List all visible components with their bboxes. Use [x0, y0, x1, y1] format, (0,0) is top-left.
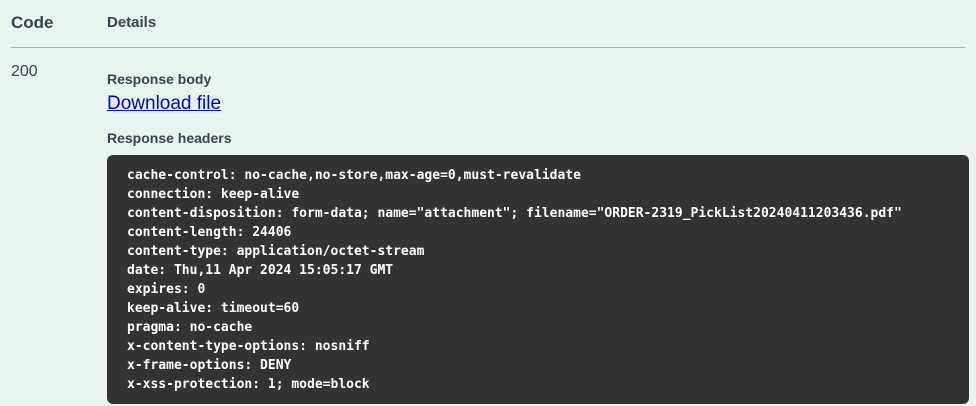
response-headers-text: cache-control: no-cache,no-store,max-age…	[107, 166, 969, 394]
header-line: cache-control: no-cache,no-store,max-age…	[127, 168, 581, 183]
response-code-cell: 200	[0, 62, 107, 82]
column-header-details-cell: Details	[107, 12, 976, 34]
table-row: 200 Response body Download file Response…	[0, 48, 976, 404]
header-line: x-xss-protection: 1; mode=block	[127, 377, 370, 392]
header-line: connection: keep-alive	[127, 187, 300, 202]
responses-table-header: Code Details	[0, 0, 976, 34]
header-line: x-content-type-options: nosniff	[127, 339, 370, 354]
response-body-label: Response body	[107, 71, 212, 87]
response-headers-label: Response headers	[107, 130, 232, 146]
column-header-details: Details	[107, 14, 157, 31]
column-header-code: Code	[11, 13, 54, 32]
header-line: expires: 0	[127, 282, 206, 297]
column-header-code-cell: Code	[0, 12, 107, 34]
header-line: keep-alive: timeout=60	[127, 301, 300, 316]
header-line: x-frame-options: DENY	[127, 358, 292, 373]
header-line: content-type: application/octet-stream	[127, 244, 425, 259]
header-line: pragma: no-cache	[127, 320, 253, 335]
header-line: date: Thu,11 Apr 2024 15:05:17 GMT	[127, 263, 394, 278]
header-line: content-length: 24406	[127, 225, 292, 240]
response-status-code: 200	[11, 63, 38, 80]
response-headers-code-block[interactable]: cache-control: no-cache,no-store,max-age…	[107, 155, 969, 404]
header-line: content-disposition: form-data; name="at…	[127, 206, 902, 221]
download-file-link[interactable]: Download file	[107, 93, 222, 114]
header-divider	[11, 47, 965, 48]
response-details-cell: Response body Download file Response hea…	[107, 62, 976, 404]
